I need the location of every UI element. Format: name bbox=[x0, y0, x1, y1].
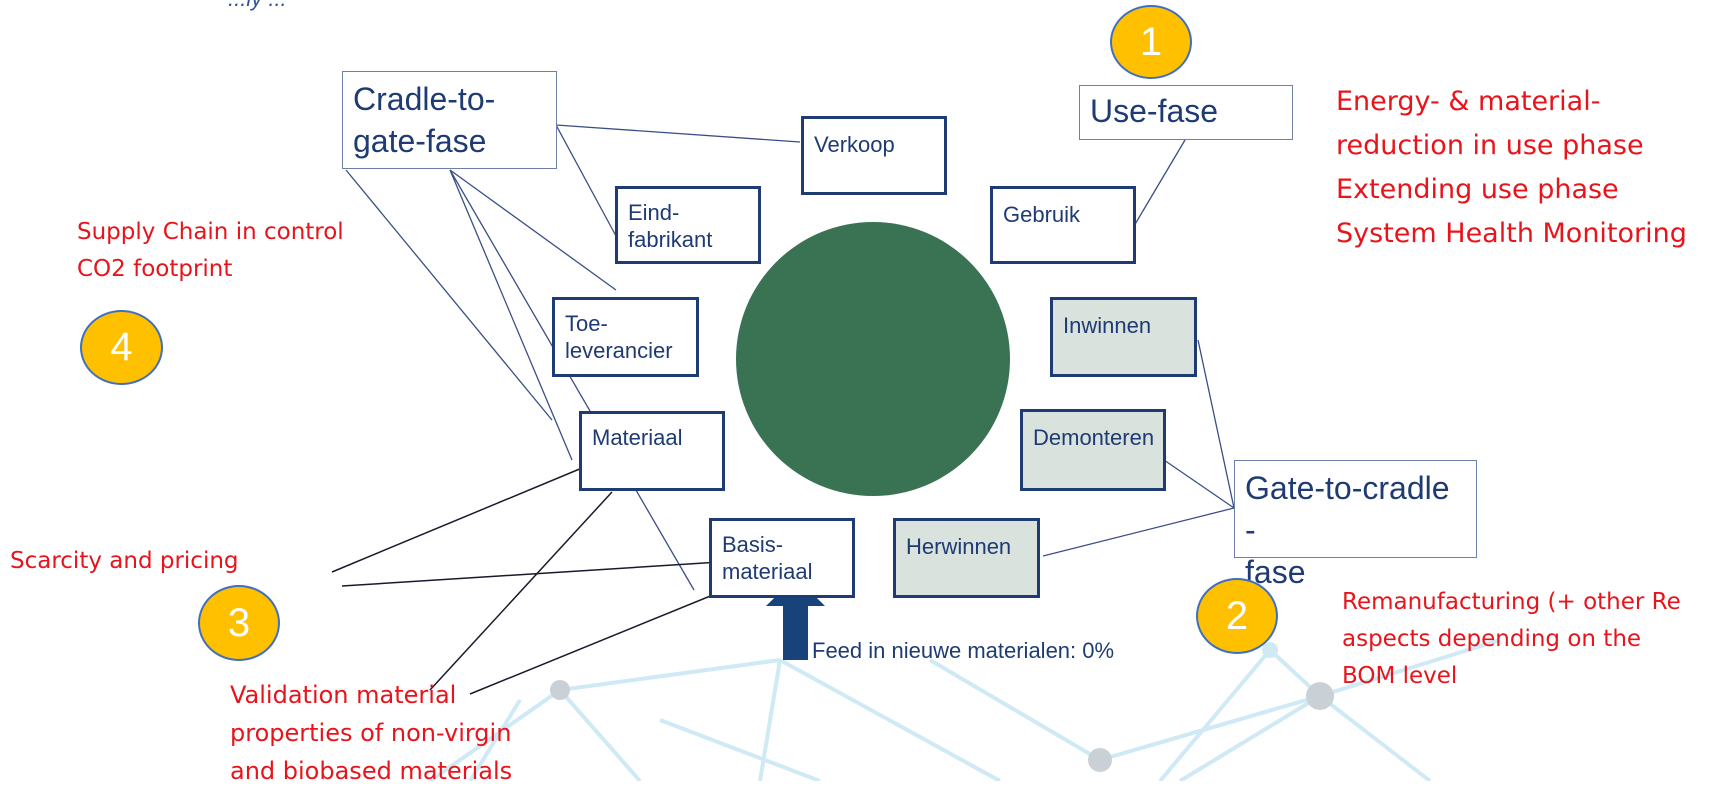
note-scarcity: Scarcity and pricing bbox=[10, 548, 239, 574]
stage-basis-materiaal: Basis- materiaal bbox=[709, 518, 855, 598]
stage-demonteren: Demonteren bbox=[1020, 409, 1166, 491]
network-node bbox=[550, 680, 570, 700]
phase-cradle-to-gate: Cradle-to- gate-fase bbox=[342, 71, 557, 169]
network-node bbox=[1088, 748, 1112, 772]
note-use-phase: Energy- & material- reduction in use pha… bbox=[1336, 86, 1687, 249]
badge-4: 4 bbox=[80, 310, 163, 385]
badge-3: 3 bbox=[198, 585, 280, 661]
feed-label: Feed in nieuwe materialen: 0% bbox=[812, 638, 1115, 663]
stage-inwinnen: Inwinnen bbox=[1050, 297, 1197, 377]
badge-2: 2 bbox=[1196, 578, 1278, 654]
note-supply-chain: Supply Chain in control CO2 footprint bbox=[77, 219, 344, 282]
badge-1: 1 bbox=[1110, 5, 1192, 79]
stage-herwinnen: Herwinnen bbox=[893, 518, 1040, 598]
stage-toe-leverancier: Toe- leverancier bbox=[552, 297, 699, 377]
note-remanufacturing: Remanufacturing (+ other Re aspects depe… bbox=[1342, 589, 1681, 689]
network-node bbox=[1306, 682, 1334, 710]
phase-use: Use-fase bbox=[1079, 85, 1293, 140]
note-validation: Validation material properties of non-vi… bbox=[230, 681, 513, 785]
callout-lines bbox=[331, 467, 731, 695]
network-decoration bbox=[428, 638, 1501, 781]
stage-materiaal: Materiaal bbox=[579, 411, 725, 491]
connector-lines bbox=[345, 124, 1235, 591]
network-node bbox=[1262, 642, 1278, 658]
stage-eind-fabrikant: Eind- fabrikant bbox=[615, 186, 761, 264]
top-partial-text: ...ly ... bbox=[228, 0, 287, 12]
phase-gate-to-cradle: Gate-to-cradle - fase bbox=[1234, 460, 1477, 590]
stage-gebruik: Gebruik bbox=[990, 186, 1136, 264]
stage-verkoop: Verkoop bbox=[801, 116, 947, 195]
cycle-center-circle bbox=[736, 222, 1010, 496]
